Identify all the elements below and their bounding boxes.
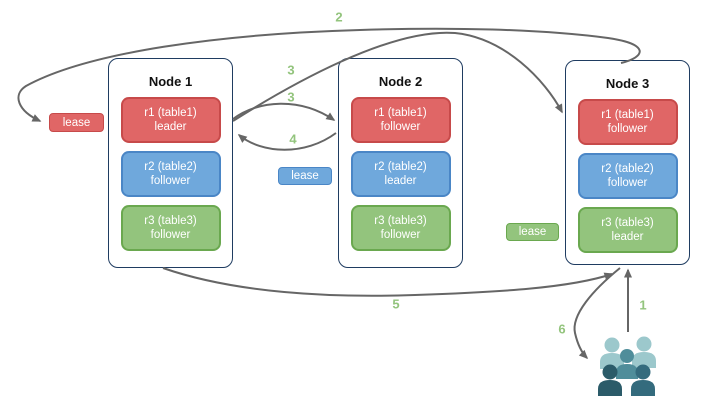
replica-role: follower bbox=[150, 229, 191, 241]
step-label-4: 4 bbox=[289, 131, 297, 147]
step-label-3a: 3 bbox=[287, 62, 295, 78]
replica-role: leader bbox=[611, 231, 644, 243]
replica-role: leader bbox=[384, 175, 417, 187]
replica-name: r3 (table3) bbox=[601, 217, 654, 229]
replica-name: r3 (table3) bbox=[374, 215, 427, 227]
replica-role: follower bbox=[380, 229, 421, 241]
step-label-3b: 3 bbox=[287, 89, 295, 105]
step-label-5: 5 bbox=[392, 296, 400, 312]
replica-name: r1 (table1) bbox=[601, 109, 654, 121]
node-3-replica-r1: r1 (table1) follower bbox=[577, 99, 678, 145]
replica-role: follower bbox=[380, 121, 421, 133]
node-1-replica-r1: r1 (table1) leader bbox=[120, 97, 221, 143]
node-1: Node 1 r1 (table1) leader r2 (table2) fo… bbox=[108, 58, 233, 268]
replica-name: r3 (table3) bbox=[144, 215, 197, 227]
step-label-1: 1 bbox=[639, 297, 647, 313]
replica-role: follower bbox=[150, 175, 191, 187]
node-2-replica-r3: r3 (table3) follower bbox=[350, 205, 451, 251]
replica-name: r1 (table1) bbox=[374, 107, 427, 119]
replica-name: r2 (table2) bbox=[144, 161, 197, 173]
lease-badge-red: lease bbox=[49, 113, 104, 132]
node-3-replica-r3: r3 (table3) leader bbox=[577, 207, 678, 253]
replica-name: r1 (table1) bbox=[144, 107, 197, 119]
node-1-replica-r2: r2 (table2) follower bbox=[120, 151, 221, 197]
node-3-replica-r2: r2 (table2) follower bbox=[577, 153, 678, 199]
node-3-title: Node 3 bbox=[605, 76, 650, 91]
arrow-4-path bbox=[237, 132, 337, 151]
arrow-6-path bbox=[573, 267, 621, 360]
node-1-title: Node 1 bbox=[148, 74, 193, 89]
node-2-title: Node 2 bbox=[378, 74, 423, 89]
arrow-5-path bbox=[162, 267, 614, 297]
step-label-6: 6 bbox=[558, 321, 566, 337]
replica-role: follower bbox=[607, 123, 648, 135]
arrow-3b-path bbox=[232, 102, 336, 121]
replica-role: follower bbox=[607, 177, 648, 189]
lease-badge-green: lease bbox=[506, 223, 559, 241]
replica-name: r2 (table2) bbox=[601, 163, 654, 175]
replica-role: leader bbox=[154, 121, 187, 133]
replica-name: r2 (table2) bbox=[374, 161, 427, 173]
node-2-replica-r2: r2 (table2) leader bbox=[350, 151, 451, 197]
node-1-replica-r3: r3 (table3) follower bbox=[120, 205, 221, 251]
node-2: Node 2 r1 (table1) follower r2 (table2) … bbox=[338, 58, 463, 268]
users-icon bbox=[598, 336, 656, 396]
step-label-2: 2 bbox=[335, 9, 343, 25]
node-2-replica-r1: r1 (table1) follower bbox=[350, 97, 451, 143]
lease-badge-blue: lease bbox=[278, 167, 332, 185]
node-3: Node 3 r1 (table1) follower r2 (table2) … bbox=[565, 60, 690, 265]
